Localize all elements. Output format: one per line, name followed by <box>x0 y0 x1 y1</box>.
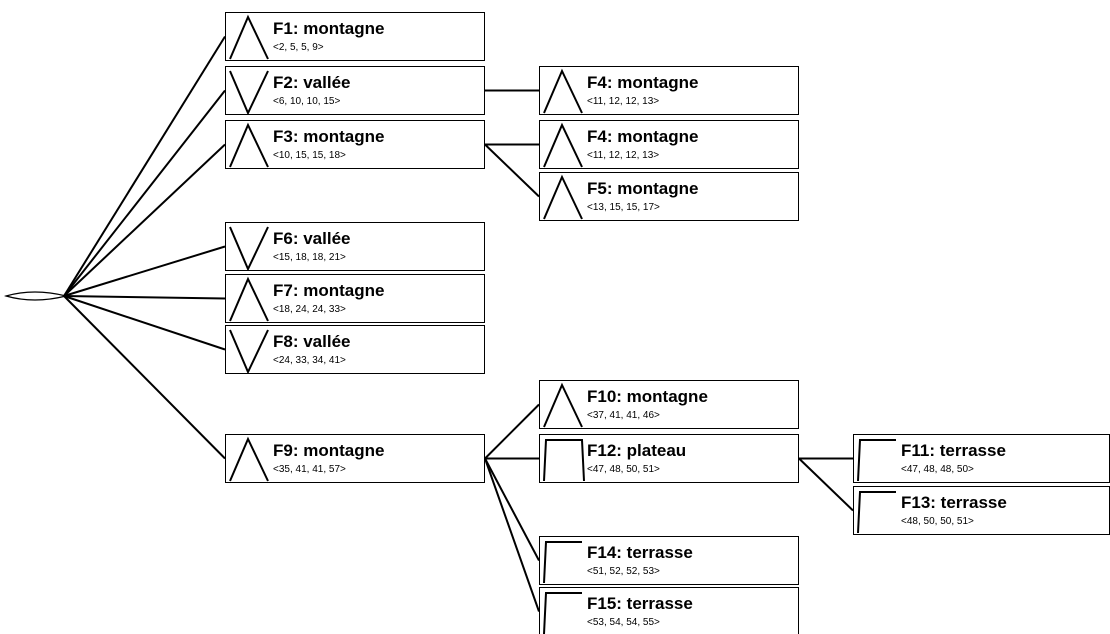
node-title: F3: montagne <box>273 127 385 146</box>
node-range: <11, 12, 12, 13> <box>587 96 660 107</box>
node-F9[interactable]: F9: montagne <35, 41, 41, 57> <box>225 434 485 483</box>
edge-root-F6 <box>63 245 226 297</box>
edge-root-F1 <box>63 35 226 297</box>
node-title: F12: plateau <box>587 441 687 460</box>
mountain-icon <box>229 122 269 168</box>
root-node[interactable] <box>4 286 70 306</box>
node-range: <47, 48, 50, 51> <box>587 464 660 475</box>
node-range: <2, 5, 5, 9> <box>273 42 324 53</box>
edge-root-F9 <box>63 295 226 460</box>
terrace-icon <box>857 439 896 482</box>
node-title: F5: montagne <box>587 179 699 198</box>
node-title: F14: terrasse <box>587 543 693 562</box>
node-range: <13, 15, 15, 17> <box>587 202 660 213</box>
node-range: <6, 10, 10, 15> <box>273 96 341 107</box>
node-title: F6: vallée <box>273 229 351 248</box>
valley-icon <box>229 70 269 115</box>
edge-F9-F15 <box>484 458 540 612</box>
node-F7[interactable]: F7: montagne <18, 24, 24, 33> <box>225 274 485 323</box>
terrace-icon <box>857 491 896 534</box>
node-range: <24, 33, 34, 41> <box>273 355 346 366</box>
terrace-icon <box>543 592 582 634</box>
node-F13[interactable]: F13: terrasse <48, 50, 50, 51> <box>853 486 1110 535</box>
node-title: F8: vallée <box>273 332 351 351</box>
node-F8[interactable]: F8: vallée <24, 33, 34, 41> <box>225 325 485 374</box>
node-F10[interactable]: F10: montagne <37, 41, 41, 46> <box>539 380 799 429</box>
edge-root-F7 <box>63 295 226 300</box>
node-title: F4: montagne <box>587 73 699 92</box>
edge-root-F2 <box>63 89 226 297</box>
node-F2[interactable]: F2: vallée <6, 10, 10, 15> <box>225 66 485 115</box>
edge-F9-F14 <box>484 458 540 561</box>
mountain-icon <box>543 174 583 220</box>
node-title: F11: terrasse <box>901 441 1006 460</box>
node-title: F7: montagne <box>273 281 385 300</box>
node-range: <18, 24, 24, 33> <box>273 304 346 315</box>
node-F4[interactable]: F4: montagne <11, 12, 12, 13> <box>539 120 799 169</box>
node-F3[interactable]: F3: montagne <10, 15, 15, 18> <box>225 120 485 169</box>
node-F1[interactable]: F1: montagne <2, 5, 5, 9> <box>225 12 485 61</box>
node-range: <35, 41, 41, 57> <box>273 464 346 475</box>
node-title: F4: montagne <box>587 127 699 146</box>
node-range: <15, 18, 18, 21> <box>273 252 346 263</box>
node-range: <10, 15, 15, 18> <box>273 150 346 161</box>
terrace-icon <box>543 541 582 584</box>
mountain-icon <box>543 382 583 428</box>
valley-icon <box>229 226 269 271</box>
edge-F9-F10 <box>484 403 540 460</box>
node-F12[interactable]: F12: plateau <47, 48, 50, 51> <box>539 434 799 483</box>
edge-F3-F5 <box>484 143 540 198</box>
edge-F12-F13 <box>798 457 854 512</box>
node-title: F9: montagne <box>273 441 385 460</box>
node-range: <37, 41, 41, 46> <box>587 410 660 421</box>
node-range: <53, 54, 54, 55> <box>587 617 660 628</box>
node-title: F10: montagne <box>587 387 708 406</box>
node-title: F13: terrasse <box>901 493 1007 512</box>
plateau-icon <box>543 439 585 482</box>
node-range: <51, 52, 52, 53> <box>587 566 660 577</box>
node-F6[interactable]: F6: vallée <15, 18, 18, 21> <box>225 222 485 271</box>
node-F15[interactable]: F15: terrasse <53, 54, 54, 55> <box>539 587 799 634</box>
edge-root-F8 <box>63 295 226 351</box>
node-title: F15: terrasse <box>587 594 693 613</box>
mountain-icon <box>543 68 583 114</box>
edge-root-F3 <box>63 143 226 297</box>
mountain-icon <box>229 276 269 322</box>
node-F11[interactable]: F11: terrasse <47, 48, 48, 50> <box>853 434 1110 483</box>
node-range: <11, 12, 12, 13> <box>587 150 660 161</box>
mountain-icon <box>543 122 583 168</box>
mountain-icon <box>229 436 269 482</box>
node-F5[interactable]: F5: montagne <13, 15, 15, 17> <box>539 172 799 221</box>
node-title: F2: vallée <box>273 73 351 92</box>
mountain-icon <box>229 14 269 60</box>
node-F4[interactable]: F4: montagne <11, 12, 12, 13> <box>539 66 799 115</box>
node-F14[interactable]: F14: terrasse <51, 52, 52, 53> <box>539 536 799 585</box>
node-range: <48, 50, 50, 51> <box>901 516 974 527</box>
node-title: F1: montagne <box>273 19 385 38</box>
valley-icon <box>229 329 269 374</box>
node-range: <47, 48, 48, 50> <box>901 464 974 475</box>
